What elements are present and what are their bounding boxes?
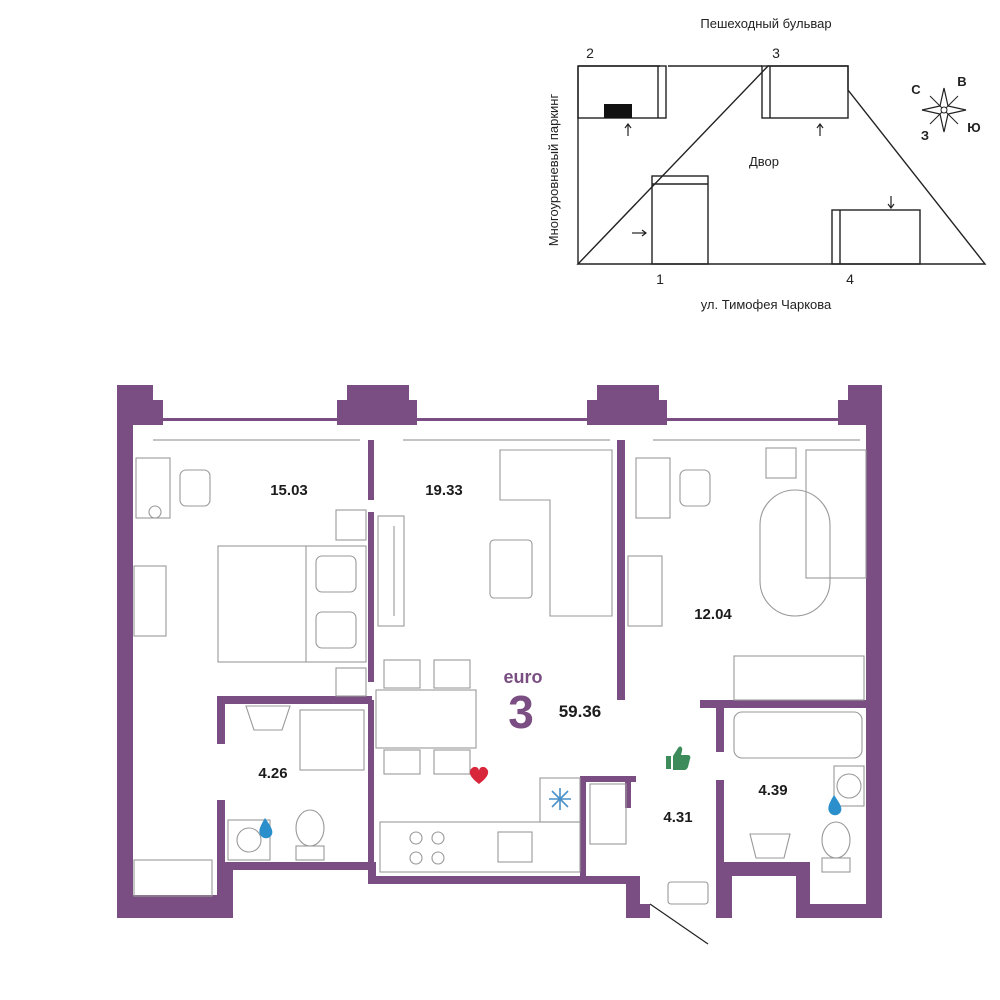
compass-east: В: [957, 74, 966, 89]
wall-right: [866, 385, 882, 918]
oval-rug: [759, 489, 831, 617]
snowflake-icon: [549, 788, 571, 810]
heart-icon: [469, 766, 489, 784]
section-3-label: 3: [772, 45, 780, 61]
bed-left: [217, 545, 367, 663]
room-area-bedroom-left: 15.03: [270, 482, 308, 499]
compass-south: Ю: [967, 120, 980, 135]
wall-bath-right-top: [700, 700, 866, 708]
building-3: [761, 65, 849, 119]
section-1-label: 1: [656, 271, 664, 287]
site-boundary: [576, 65, 987, 265]
compass-west: З: [921, 128, 929, 143]
furniture: [133, 447, 867, 905]
toilet-right: [821, 821, 851, 859]
bed-right: [805, 449, 867, 579]
water-drop-icon: [828, 795, 842, 816]
pier-1: [347, 385, 409, 425]
building-4: [831, 209, 921, 265]
room-area-bathroom-left: 4.26: [258, 765, 287, 782]
room-area-bathroom-right: 4.39: [758, 782, 787, 799]
arrow-icon: [624, 123, 895, 237]
hall-radiator: [589, 783, 627, 845]
kitchen-counter: [379, 821, 581, 873]
rooms-count: 3: [508, 686, 534, 738]
type-label: euro: [503, 667, 542, 687]
sofa: [499, 449, 613, 617]
total-area: 59.36: [559, 702, 602, 721]
room-area-bedroom-right: 12.04: [694, 606, 732, 623]
parking-label: Многоуровневый паркинг: [546, 94, 561, 247]
bottom-street-label: ул. Тимофея Чаркова: [701, 297, 832, 312]
walls: [117, 385, 882, 918]
thumbs-up-icon: [666, 746, 691, 770]
wall-bath-left-top: [217, 696, 372, 704]
yard-label: Двор: [749, 154, 779, 169]
water-drop-icon: [259, 818, 273, 839]
shower: [299, 709, 365, 771]
dining-table: [375, 689, 477, 749]
entrance-door[interactable]: [649, 903, 709, 945]
pier-2: [597, 385, 659, 425]
wall-left: [117, 385, 133, 918]
section-4-label: 4: [846, 271, 854, 287]
compass-rose-icon: [921, 87, 967, 133]
wardrobe-right: [733, 655, 865, 701]
room-area-hall: 4.31: [663, 809, 692, 826]
building-2-marker: [604, 104, 632, 118]
top-street-label: Пешеходный бульвар: [700, 16, 831, 31]
desk-left: [135, 457, 171, 519]
site-plan: [576, 65, 987, 265]
building-1: [651, 175, 709, 265]
bathtub: [733, 711, 863, 759]
toilet-left: [295, 809, 325, 847]
fridge: [539, 777, 581, 823]
section-2-label: 2: [586, 45, 594, 61]
compass-north: С: [911, 82, 921, 97]
wardrobe-left: [133, 565, 167, 637]
wall-living-left: [368, 512, 374, 682]
room-area-living-room: 19.33: [425, 482, 463, 499]
